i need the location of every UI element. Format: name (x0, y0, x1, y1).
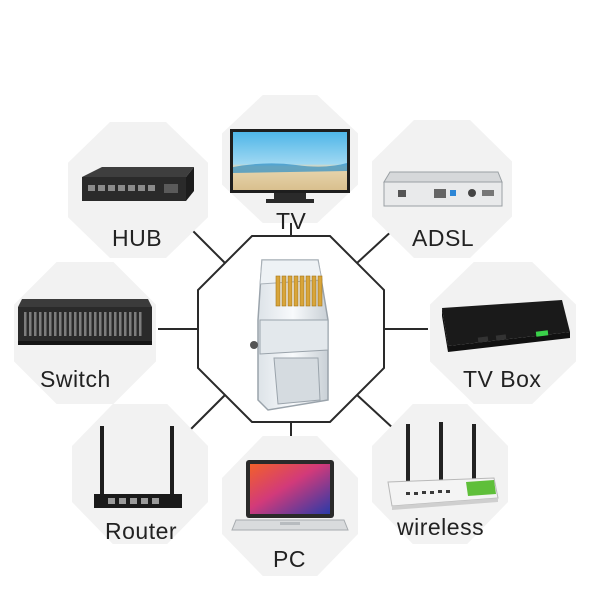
line-adsl (356, 227, 396, 264)
router-tile (72, 404, 208, 544)
line-router (189, 394, 226, 431)
rj45-connector-icon (238, 250, 348, 420)
router-icon (88, 424, 188, 516)
tv-box-icon (432, 298, 572, 356)
pc-label: PC (273, 546, 306, 572)
tvbox-label: TV Box (463, 366, 542, 392)
adsl-label: ADSL (412, 225, 475, 251)
laptop-icon (230, 458, 350, 542)
wireless-label: wireless (397, 514, 485, 540)
switch-label: Switch (40, 366, 111, 392)
wireless-router-icon (382, 420, 500, 512)
hub-label: HUB (112, 225, 163, 251)
adsl-modem-icon (380, 168, 504, 212)
tv-label: TV (276, 208, 307, 234)
tv-icon (226, 127, 354, 207)
router-label: Router (105, 518, 178, 544)
line-hub (189, 227, 226, 264)
line-wireless (356, 394, 396, 431)
switch-icon (16, 295, 154, 347)
hub-icon (76, 163, 200, 209)
